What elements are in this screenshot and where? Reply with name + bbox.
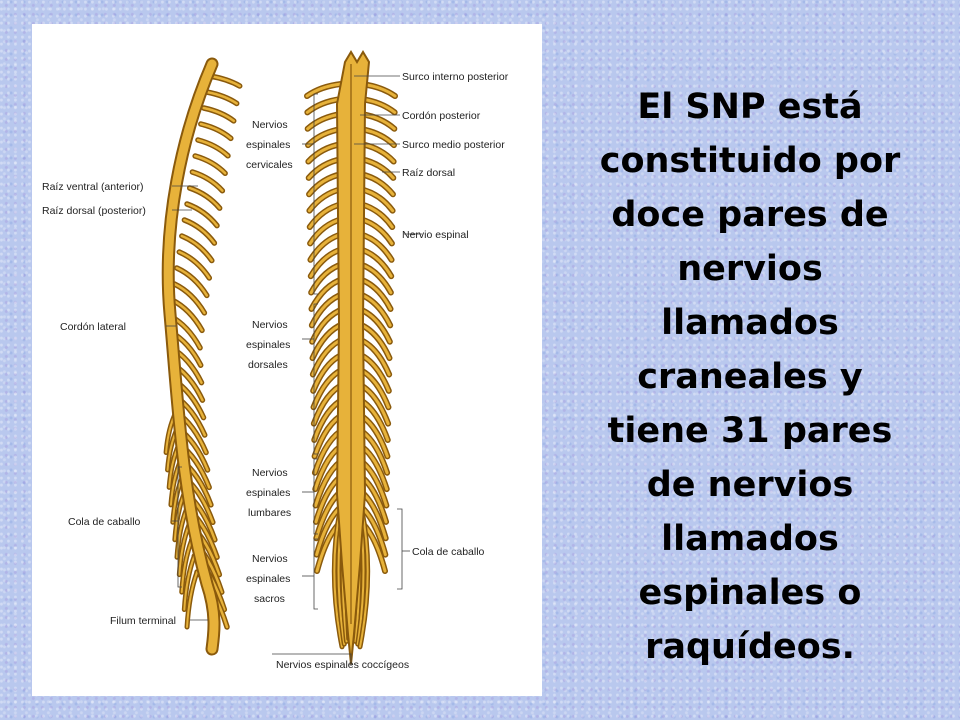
label-cola-caballo-right: Cola de caballo [412, 546, 485, 558]
side-nerve-root [193, 154, 227, 175]
side-nerve-root [191, 170, 224, 192]
label-cordon-posterior: Cordón posterior [402, 110, 481, 122]
spinal-nerve [305, 82, 343, 98]
side-view-spinal-cord-fill [163, 59, 219, 654]
label-surco-interno: Surco interno posterior [402, 71, 509, 83]
side-nerve-root [180, 539, 193, 594]
label-sacros-2: espinales [246, 573, 290, 585]
label-cordon-lateral: Cordón lateral [60, 321, 126, 333]
side-nerve-root [188, 186, 221, 210]
side-nerve-root [178, 250, 211, 280]
side-nerve-root [175, 266, 209, 297]
label-cola-caballo-left: Cola de caballo [68, 516, 141, 528]
label-coccigeos: Nervios espinales coccígeos [276, 659, 409, 671]
side-nerve-root [183, 555, 196, 611]
label-nervio-espinal: Nervio espinal [402, 229, 469, 241]
side-nerve-root [185, 202, 219, 227]
side-nerve-root [205, 90, 238, 105]
diagram-panel: Raíz ventral (anterior) Raíz dorsal (pos… [32, 24, 542, 696]
label-dorsales-3: dorsales [248, 359, 288, 371]
side-nerve-root [183, 218, 216, 245]
caption-text: El SNP está constituido por doce pares d… [599, 87, 901, 667]
side-nerve-root [202, 106, 235, 123]
spinal-cord-diagram: Raíz ventral (anterior) Raíz dorsal (pos… [42, 50, 509, 671]
label-raiz-dorsal: Raíz dorsal [402, 167, 455, 179]
side-nerve-root [196, 138, 230, 158]
front-view-cord-outline [335, 50, 371, 665]
label-cervicales-3: cervicales [246, 159, 293, 171]
label-filum-terminal: Filum terminal [110, 615, 176, 627]
label-cervicales-1: Nervios [252, 119, 288, 131]
label-sacros-3: sacros [254, 593, 285, 605]
label-raiz-dorsal-posterior: Raíz dorsal (posterior) [42, 205, 146, 217]
side-nerve-root [199, 122, 233, 140]
label-lumbares-3: lumbares [248, 507, 291, 519]
leader-lines [166, 75, 422, 666]
label-dorsales-2: espinales [246, 339, 290, 351]
side-nerve-root [186, 571, 199, 628]
label-sacros-1: Nervios [252, 553, 288, 565]
label-lumbares-1: Nervios [252, 467, 288, 479]
side-nerve-root [173, 282, 206, 315]
label-dorsales-1: Nervios [252, 319, 288, 331]
label-surco-medio: Surco medio posterior [402, 139, 505, 151]
label-cervicales-2: espinales [246, 139, 290, 151]
side-nerve-root [180, 234, 214, 262]
label-raiz-ventral: Raíz ventral (anterior) [42, 181, 144, 193]
label-lumbares-2: espinales [246, 487, 290, 499]
